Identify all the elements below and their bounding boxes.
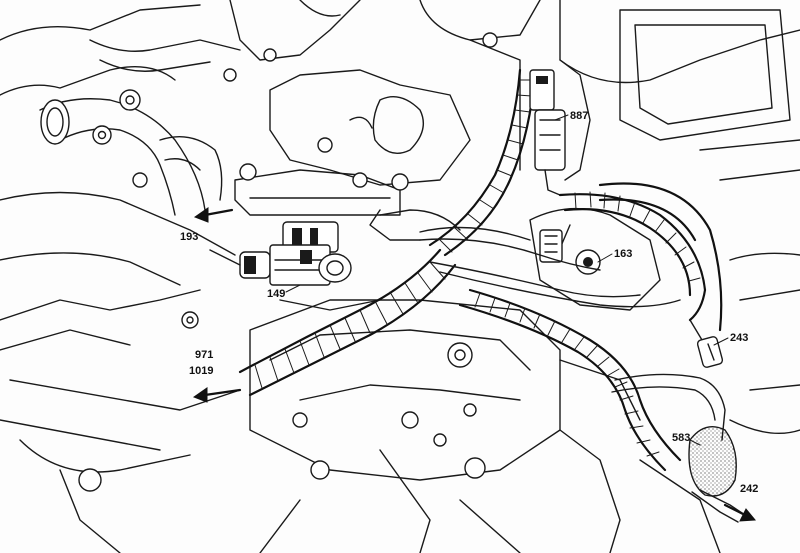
callout-243: 243 [730, 332, 748, 344]
callout-583: 583 [672, 432, 690, 444]
callout-149: 149 [267, 288, 285, 300]
arrow-971-1019 [192, 387, 242, 403]
arrow-193 [193, 207, 234, 223]
bolt-group [181, 311, 477, 447]
gearbox-housing [78, 299, 721, 553]
callout-242: 242 [740, 483, 758, 495]
callout-193: 193 [180, 231, 198, 243]
sensor-connector-cluster [209, 221, 381, 311]
callout-971: 971 [195, 349, 213, 361]
wiring-grommet [688, 426, 746, 523]
callout-163: 163 [614, 248, 632, 260]
intake-pipe-left [0, 191, 241, 553]
arrow-242 [723, 503, 757, 522]
callout-887: 887 [570, 110, 588, 122]
wiring-harness [238, 59, 726, 472]
leader-lines [285, 114, 729, 446]
mounting-bracket [132, 32, 498, 216]
callout-1019: 1019 [189, 365, 213, 377]
engine-block-background [0, 0, 800, 435]
coolant-hose-upper-left [39, 39, 241, 216]
